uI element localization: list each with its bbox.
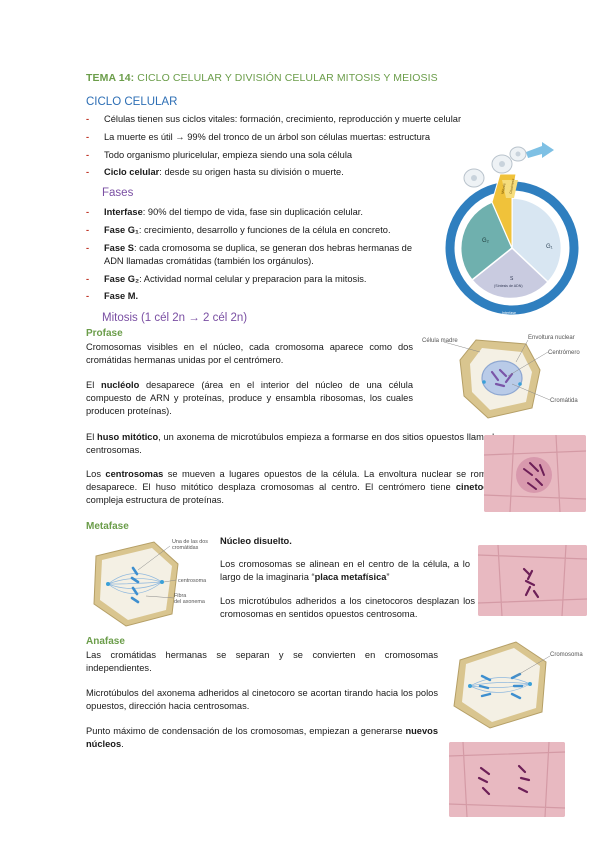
metafase-centrosomes xyxy=(106,580,164,586)
profase-micrograph xyxy=(484,435,586,512)
metafase-m3: Los microtúbulos adheridos a los cinetoc… xyxy=(220,596,475,620)
cell-nucleus-2 xyxy=(499,161,505,167)
cell-nucleus-1 xyxy=(471,175,477,181)
label-cromatidas: cromátidas xyxy=(172,545,199,551)
label-centromero: Centrómero xyxy=(548,350,580,356)
profase-p1: Cromosomas visibles en el núcleo, cada c… xyxy=(86,342,413,366)
metafase-m2: Los cromosomas se alinean en el centro d… xyxy=(220,559,470,583)
profase-micrograph-art xyxy=(484,435,586,512)
label-cromatida: Cromátida xyxy=(550,398,578,404)
anafase-micrograph xyxy=(449,742,565,817)
cell-cycle-diagram: G₁ G₂ S (Síntesis de ADN) Mitosis Citoci… xyxy=(445,142,579,315)
label-celula-madre: Célula madre xyxy=(422,338,458,344)
profase-heading: Profase xyxy=(86,328,123,339)
anafase-a1: Las cromátidas hermanas se separan y se … xyxy=(86,650,438,674)
g1-label: G₁ xyxy=(546,244,553,250)
metafase-diagram: Una de las dos cromátidas centrosoma Fib… xyxy=(93,539,208,627)
fase-interfase: -Interfase: 90% del tiempo de vida, fase… xyxy=(86,207,363,217)
fases-heading: Fases xyxy=(102,187,134,199)
metafase-leader-lines xyxy=(137,545,177,599)
s-sub-label: (Síntesis de ADN) xyxy=(494,284,523,288)
exit-arrow-icon xyxy=(526,142,554,158)
anafase-spindle xyxy=(469,677,531,693)
cytokinesis-band xyxy=(502,180,518,198)
label-una: Una de las dos xyxy=(172,539,208,545)
metafase-micrograph-art xyxy=(478,545,587,616)
profase-leader-lines xyxy=(443,339,551,401)
fase-g2: -Fase G₂: Actividad normal celular y pre… xyxy=(86,274,367,284)
s-slice xyxy=(470,247,550,300)
cell-nucleus-3 xyxy=(515,151,521,157)
g1-slice xyxy=(511,197,563,284)
profase-chromosomes xyxy=(490,368,514,388)
metafase-chromosomes xyxy=(130,566,140,604)
anafase-a2: Microtúbulos del axonema adheridos al ci… xyxy=(86,688,438,712)
label-axonema: del axonema xyxy=(174,599,205,605)
bullet-2: -La muerte es útil → 99% del tronco de u… xyxy=(86,132,431,142)
interfase-label: Interfase xyxy=(502,311,516,315)
profase-centrioles xyxy=(482,380,522,386)
fase-s: - Fase S: cada cromosoma se duplica, se … xyxy=(86,243,413,266)
profase-nucleus xyxy=(481,360,523,396)
label-fibra: Fibra xyxy=(174,593,186,599)
bullet-1: -Células tienen sus ciclos vitales: form… xyxy=(86,114,462,124)
anafase-cytoplasm xyxy=(462,648,540,722)
bullet-4: -Ciclo celular: desde su origen hasta su… xyxy=(86,167,344,177)
anafase-leader-line xyxy=(515,655,551,677)
bullet-3: -Todo organismo pluricelular, empieza si… xyxy=(86,150,353,160)
document-title: TEMA 14: CICLO CELULAR Y DIVISIÓN CELULA… xyxy=(86,72,438,84)
profase-p2: El nucléolo desaparece (área en el inter… xyxy=(86,380,414,417)
anafase-micrograph-art xyxy=(449,742,565,817)
s-label: S xyxy=(510,276,514,282)
anafase-diagram: Cromosoma xyxy=(453,641,583,729)
metafase-micrograph xyxy=(478,545,587,616)
metafase-m1: Núcleo disuelto. xyxy=(220,536,292,546)
label-envoltura: Envoltura nuclear xyxy=(528,335,575,341)
anafase-heading: Anafase xyxy=(86,636,125,647)
cyto-label: Citocinesis xyxy=(509,178,516,194)
ciclo-heading: CICLO CELULAR xyxy=(86,96,178,108)
metafase-heading: Metafase xyxy=(86,521,129,532)
anafase-a3: Punto máximo de condensación de los crom… xyxy=(86,726,438,750)
label-cromosoma: Cromosoma xyxy=(550,652,583,658)
m-label: Mitosis xyxy=(501,183,507,194)
profase-p3: El huso mitótico, un axonema de microtúb… xyxy=(86,432,504,456)
g2-slice xyxy=(459,201,513,282)
fase-m: -Fase M. xyxy=(86,291,139,301)
anafase-centrosomes xyxy=(468,682,532,688)
g2-label: G₂ xyxy=(482,238,490,244)
profase-p4: Los centrosomas se mueven a lugares opue… xyxy=(86,469,506,506)
profase-diagram: Célula madre Envoltura nuclear Centrómer… xyxy=(422,335,580,419)
fase-g1: -Fase G₁: crecimiento, desarrollo y func… xyxy=(86,225,391,235)
mitosis-heading: Mitosis (1 cél 2n → 2 cél 2n) xyxy=(102,312,248,324)
metafase-cytoplasm xyxy=(100,548,172,620)
label-centrosoma: centrosoma xyxy=(178,578,206,584)
